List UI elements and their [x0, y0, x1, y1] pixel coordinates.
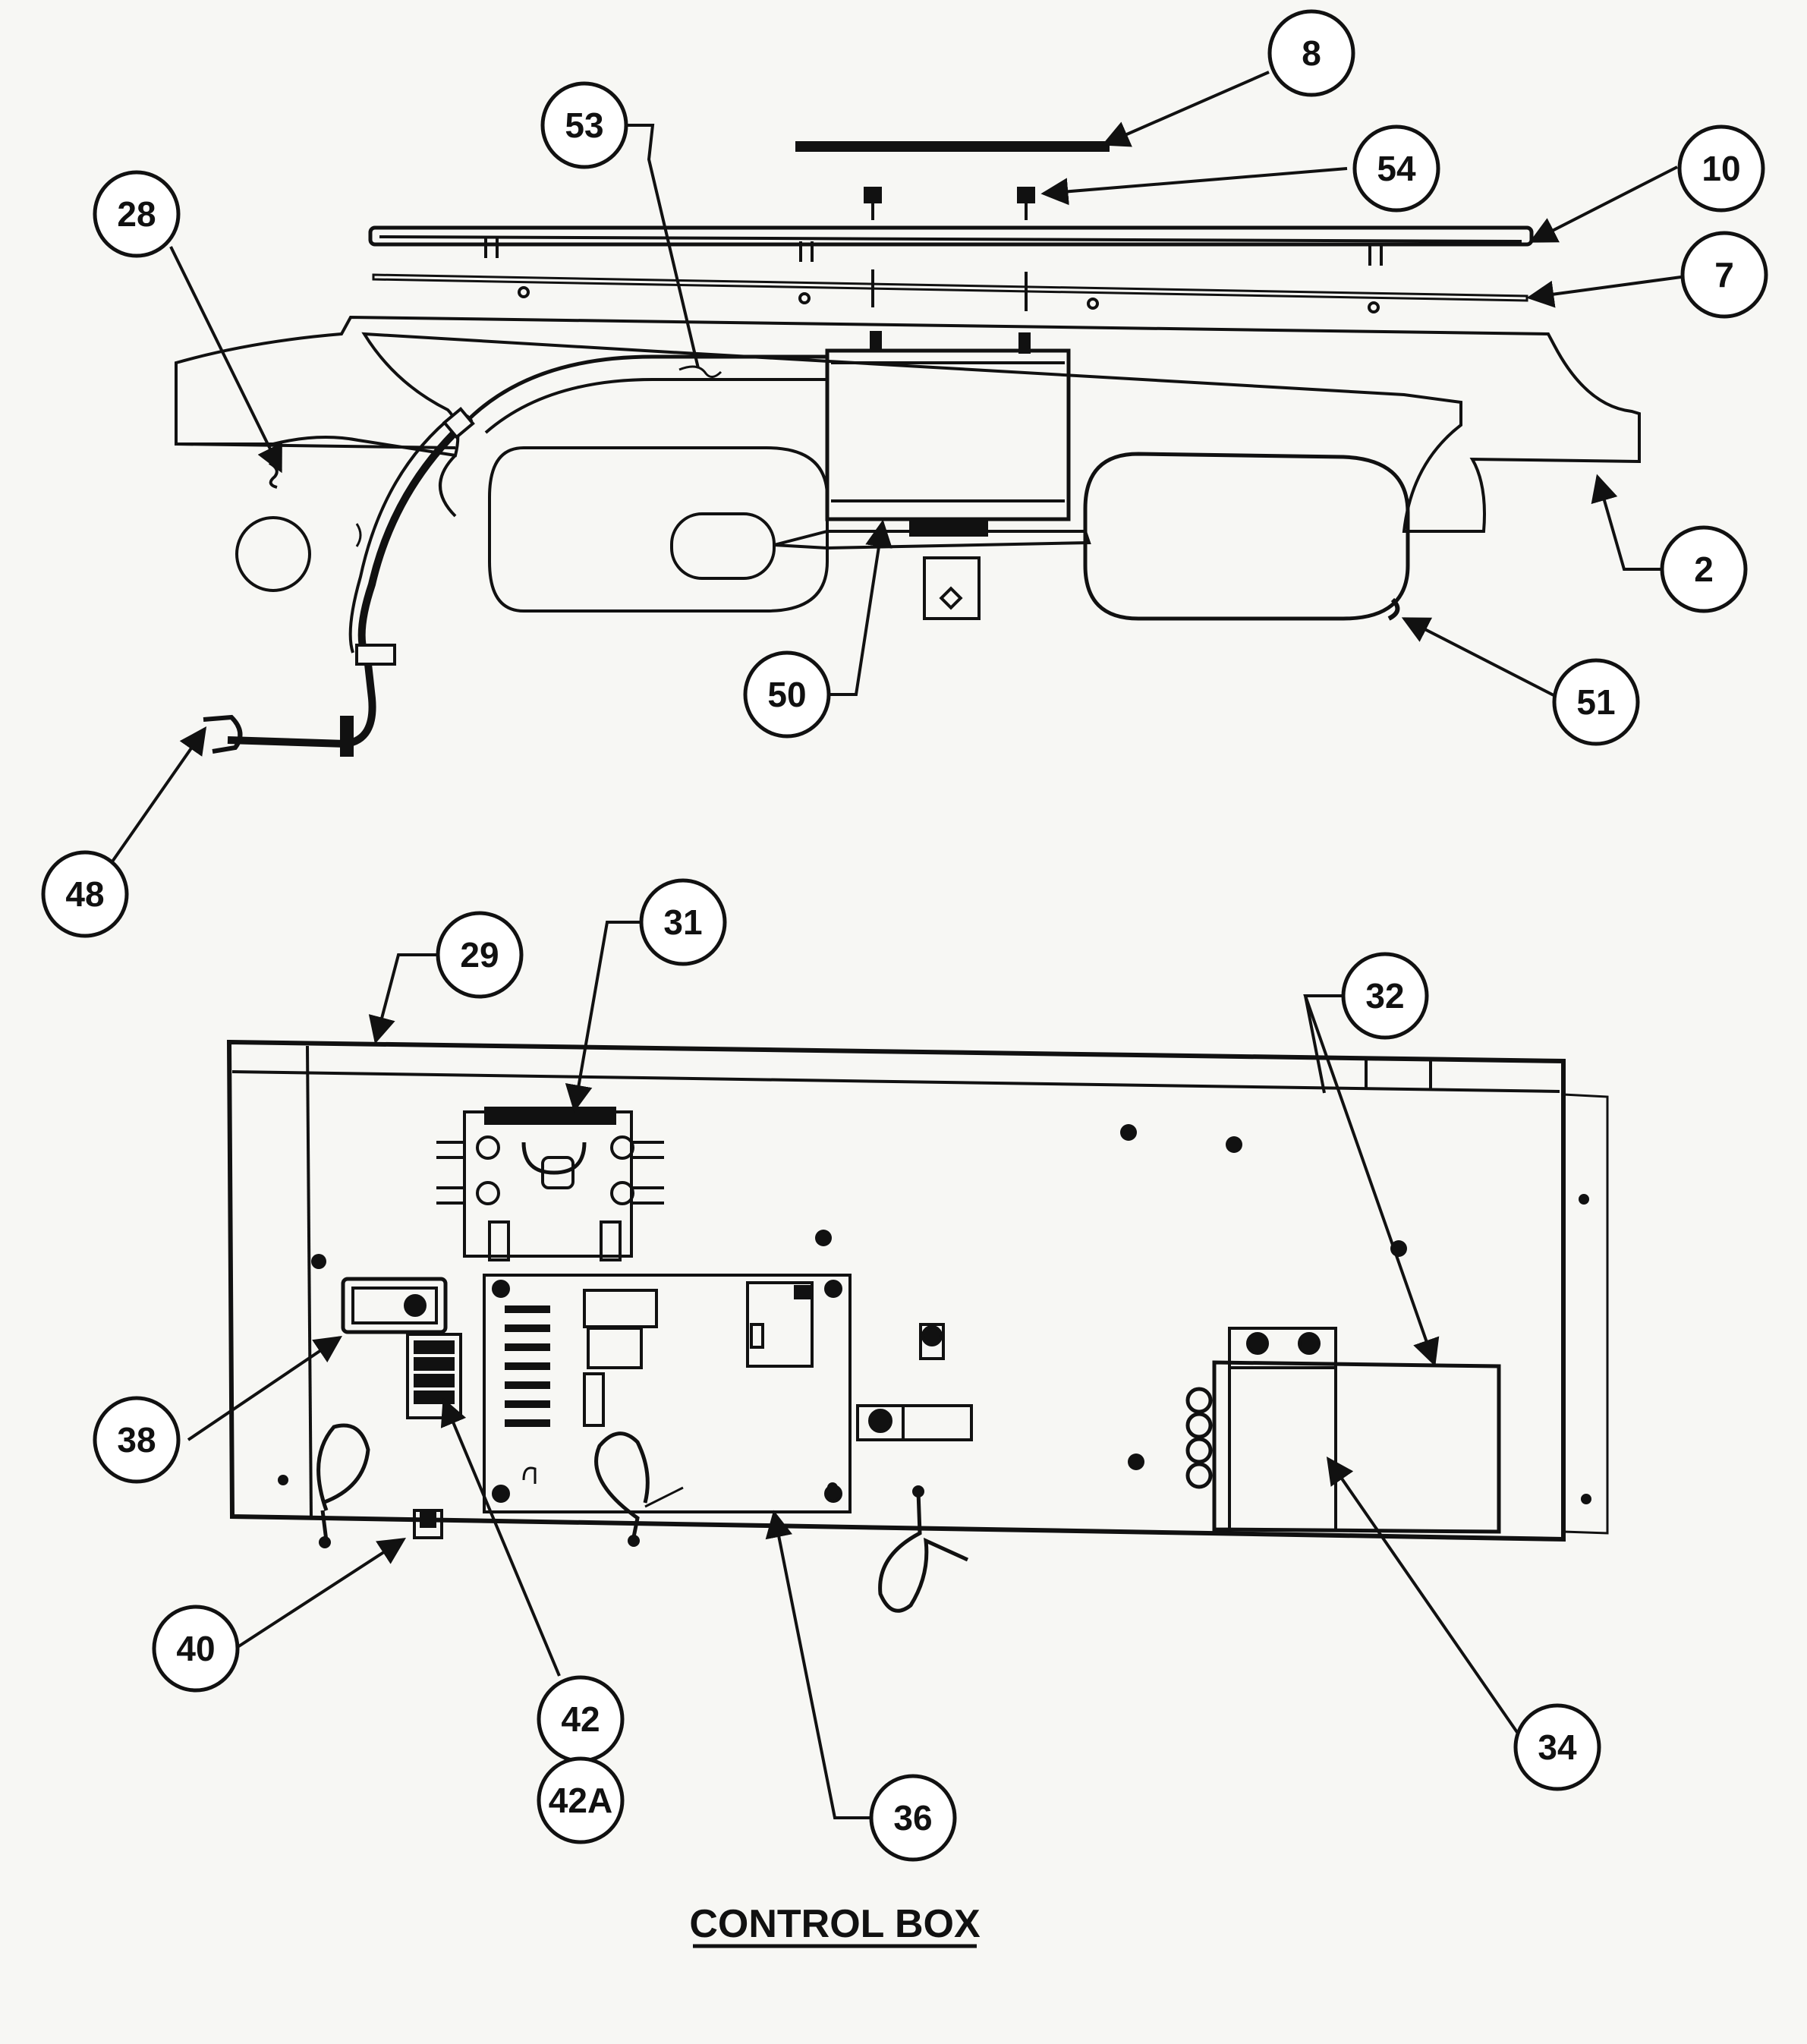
circuit-board-part	[483, 1274, 852, 1513]
callout-leaders	[111, 71, 1682, 1819]
contactor-part	[436, 1107, 664, 1261]
run-capacitor-part	[1185, 1327, 1501, 1534]
bracket-housing-part	[175, 315, 1641, 592]
svg-text:36: 36	[893, 1798, 932, 1838]
callout-36: 36	[869, 1774, 957, 1862]
callout-28: 28	[93, 170, 181, 258]
callout-38: 38	[93, 1396, 181, 1484]
callout-2: 2	[1660, 525, 1748, 613]
callout-bubbles: 8 53 54 10 28 7 2 50	[41, 9, 1768, 1862]
svg-text:2: 2	[1694, 550, 1714, 589]
svg-text:31: 31	[663, 902, 702, 942]
central-capacitor-part	[773, 331, 1091, 620]
gasket-strip-part	[372, 269, 1528, 313]
switch-part	[341, 1277, 448, 1334]
svg-text:42: 42	[561, 1699, 600, 1739]
svg-text:54: 54	[1377, 149, 1416, 188]
callout-29: 29	[436, 911, 524, 999]
callout-34: 34	[1513, 1703, 1601, 1791]
callout-10: 10	[1677, 124, 1765, 213]
upper-assembly	[175, 141, 1641, 757]
svg-text:32: 32	[1365, 976, 1404, 1016]
callout-50: 50	[743, 650, 831, 739]
mounting-screws	[278, 1124, 1407, 1493]
callout-42a: 42A	[537, 1756, 625, 1844]
callout-8: 8	[1267, 9, 1355, 97]
left-capacitor-part	[488, 446, 829, 613]
svg-text:51: 51	[1576, 682, 1615, 722]
callout-48: 48	[41, 850, 129, 938]
right-capacitor-part	[1083, 452, 1410, 621]
svg-text:8: 8	[1302, 33, 1321, 73]
svg-text:53: 53	[565, 106, 603, 145]
svg-text:48: 48	[65, 874, 104, 914]
callout-42: 42	[537, 1675, 625, 1763]
svg-text:7: 7	[1714, 255, 1734, 294]
svg-text:34: 34	[1538, 1727, 1577, 1767]
wire-channel-part	[465, 354, 827, 434]
callout-7: 7	[1680, 231, 1768, 319]
svg-text:29: 29	[460, 935, 499, 975]
svg-text:50: 50	[767, 675, 806, 714]
svg-text:28: 28	[117, 194, 156, 234]
callout-40: 40	[152, 1605, 240, 1693]
wire-hook-part	[269, 461, 279, 489]
callout-31: 31	[639, 878, 727, 966]
svg-text:CONTROL BOX: CONTROL BOX	[689, 1902, 981, 1946]
svg-text:42A: 42A	[549, 1781, 612, 1820]
callout-51: 51	[1552, 658, 1640, 746]
callout-54: 54	[1352, 124, 1440, 213]
wire-harness-part	[203, 406, 475, 757]
svg-text:40: 40	[176, 1629, 215, 1668]
control-box-panel	[226, 1039, 1609, 1613]
svg-text:38: 38	[117, 1420, 156, 1460]
relay-block-part	[856, 1323, 973, 1441]
svg-text:10: 10	[1702, 149, 1740, 188]
terminal-block-part	[406, 1333, 462, 1419]
diagram-title: CONTROL BOX	[689, 1902, 981, 1948]
cover-strip-part	[795, 141, 1110, 152]
ground-lug-part	[316, 1423, 969, 1613]
rail-part	[368, 225, 1534, 266]
callout-32: 32	[1341, 952, 1429, 1040]
fastener-part	[864, 187, 1035, 220]
callout-53: 53	[540, 81, 628, 169]
